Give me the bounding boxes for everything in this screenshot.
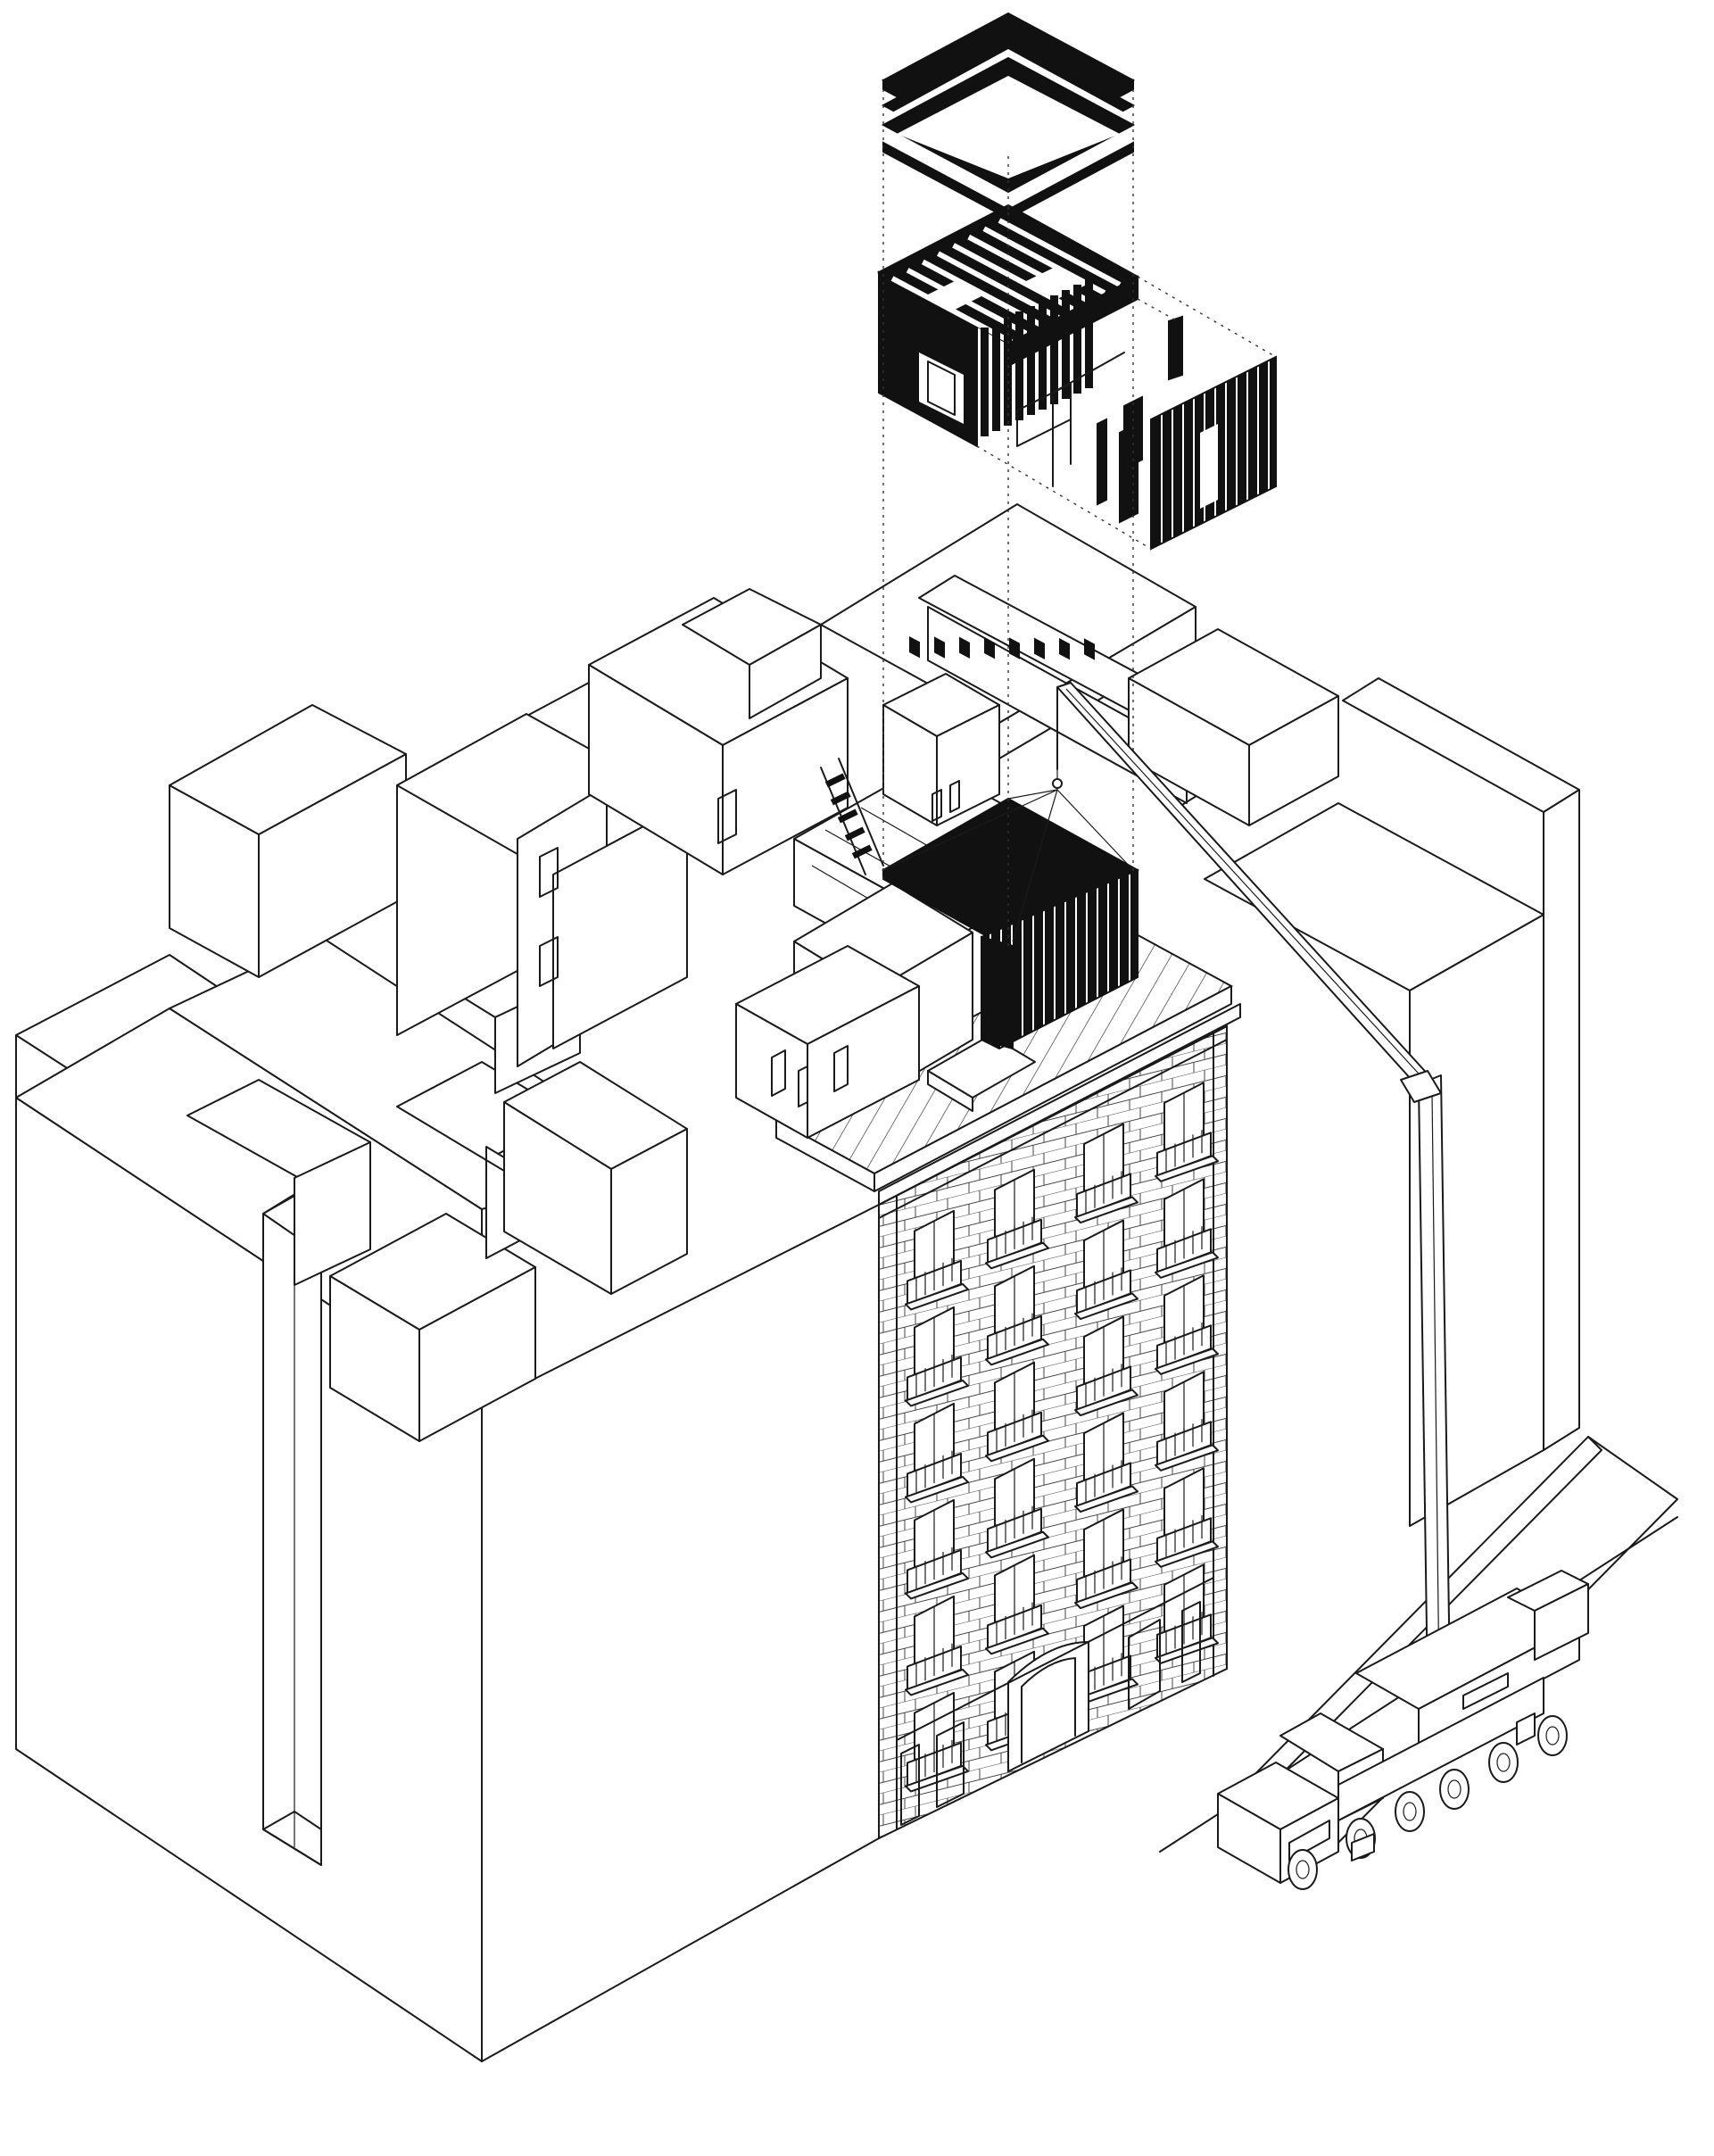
balcony-slab — [985, 1241, 1049, 1270]
rafter — [959, 636, 970, 659]
balcony-slab — [985, 1530, 1049, 1559]
balcony-slab — [1155, 1444, 1219, 1472]
rafter — [1009, 637, 1020, 659]
balcony-slab — [1074, 1292, 1139, 1321]
left-building-block — [15, 936, 880, 2062]
balcony-slab — [1155, 1251, 1219, 1279]
rafter — [1059, 637, 1070, 660]
roof-opening — [928, 281, 981, 310]
stud — [1085, 279, 1093, 388]
wheel — [1488, 1742, 1519, 1783]
rafter — [909, 636, 920, 659]
balcony-slab — [1074, 1485, 1139, 1513]
ladder — [820, 758, 884, 875]
wheel — [1288, 1849, 1318, 1890]
wheel-hub — [1496, 1753, 1511, 1772]
placed-module — [881, 767, 1140, 1050]
wheel — [1537, 1715, 1568, 1756]
balcony-slab — [1074, 1389, 1139, 1417]
rafter — [1034, 637, 1045, 660]
stud — [1050, 295, 1058, 404]
mobile-crane — [1056, 682, 1589, 1890]
balcony-slab — [1155, 1155, 1219, 1182]
stud — [1027, 306, 1035, 415]
exploded-roof-panel — [881, 12, 1136, 660]
balcony-slab — [1074, 1581, 1139, 1610]
balcony-slab — [985, 1338, 1049, 1366]
roof-terrace — [735, 883, 1234, 1192]
wheel-hub — [1403, 1802, 1417, 1821]
balcony-slab — [1155, 1348, 1219, 1375]
wheel-hub — [1447, 1779, 1461, 1799]
stud — [1073, 285, 1081, 394]
roof-rafters — [909, 636, 1095, 660]
roof-opening — [1026, 266, 1089, 299]
balcony-slab — [905, 1668, 969, 1696]
balcony-slab — [905, 1282, 969, 1311]
frame-studs — [981, 279, 1093, 447]
stud — [1062, 290, 1070, 399]
balcony-slab — [1074, 1196, 1139, 1224]
stud — [992, 322, 1000, 431]
balcony-slab — [985, 1627, 1049, 1655]
rafter — [984, 636, 995, 659]
wheel — [1439, 1769, 1470, 1810]
wheel-hub — [1296, 1860, 1310, 1879]
joist — [937, 251, 1060, 320]
rafter — [1084, 638, 1095, 660]
facade-balconies — [905, 1082, 1219, 1793]
stud — [1039, 301, 1047, 410]
balcony-slab — [905, 1379, 969, 1407]
balcony-slab — [985, 1434, 1049, 1463]
joist — [998, 218, 1122, 287]
rafter — [934, 636, 945, 659]
projection-lines — [882, 89, 1277, 946]
wheel — [1395, 1791, 1425, 1832]
exploded-frame-module — [876, 203, 1183, 448]
balcony-slab — [905, 1475, 969, 1504]
balcony-slab — [905, 1571, 969, 1600]
balcony-slab — [1155, 1540, 1219, 1568]
stud — [1015, 311, 1023, 420]
ground-floor-entrance — [896, 1577, 1214, 1826]
wheel-hub — [1545, 1726, 1560, 1746]
main-facade — [878, 1003, 1241, 1840]
exploded-wall-panels — [1052, 352, 1277, 551]
stud — [981, 328, 989, 436]
